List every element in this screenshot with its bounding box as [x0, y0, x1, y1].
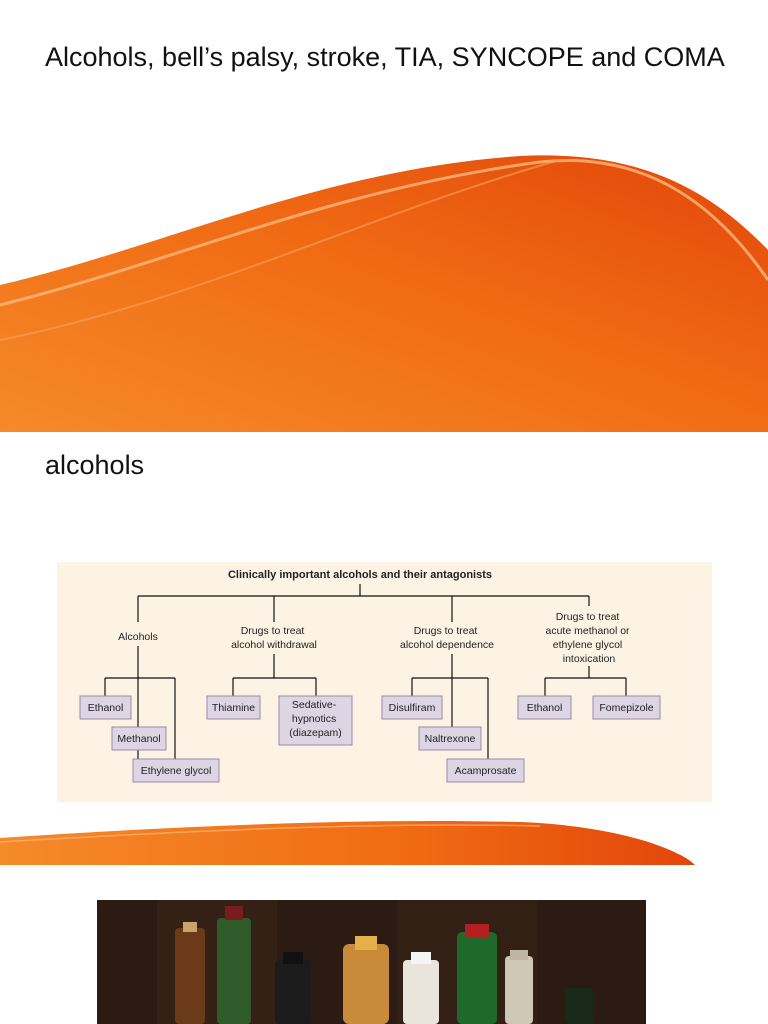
item-ethylene-glycol: Ethylene glycol: [141, 765, 212, 777]
box-sedative-hypnotics: [278, 695, 353, 746]
slide-3: [0, 866, 768, 1024]
box-naltrexone: [418, 726, 482, 751]
group-label-intoxication: Drugs to treat acute methanol or ethylen…: [546, 611, 633, 665]
item-ethanol-antidote: Ethanol: [527, 702, 563, 714]
box-ethanol: [79, 695, 132, 720]
group-label-dependence: Drugs to treat alcohol dependence: [400, 625, 494, 651]
item-fomepizole: Fomepizole: [599, 702, 653, 714]
alcohols-diagram: Clinically important alcohols and their …: [57, 562, 712, 802]
group-label-alcohols: Alcohols: [118, 631, 158, 643]
group-label-withdrawal: Drugs to treat alcohol withdrawal: [231, 625, 317, 651]
item-sedative-hypnotics: Sedative- hypnotics (diazepam): [289, 699, 342, 739]
diagram-title: Clinically important alcohols and their …: [228, 569, 492, 581]
item-naltrexone: Naltrexone: [425, 733, 476, 745]
orange-wave-decoration-bottom: [0, 820, 695, 865]
slide-2: alcohols Clinically important alcohols a…: [0, 432, 768, 865]
slide-1: Alcohols, bell’s palsy, stroke, TIA, SYN…: [0, 0, 768, 432]
item-methanol: Methanol: [117, 733, 160, 745]
box-disulfiram: [381, 695, 443, 720]
box-thiamine: [206, 695, 261, 720]
item-thiamine: Thiamine: [212, 702, 255, 714]
item-ethanol: Ethanol: [88, 702, 124, 714]
item-disulfiram: Disulfiram: [389, 702, 436, 714]
bottles-illustration: [97, 900, 646, 1024]
box-fomepizole: [592, 695, 661, 720]
slide-2-title: alcohols: [45, 450, 145, 480]
orange-wave-decoration: [0, 155, 768, 432]
box-ethanol-antidote: [517, 695, 572, 720]
box-acamprosate: [446, 758, 525, 783]
slide-1-title: Alcohols, bell’s palsy, stroke, TIA, SYN…: [45, 42, 725, 72]
box-methanol: [111, 726, 167, 751]
diagram-svg: Clinically important alcohols and their …: [79, 569, 661, 783]
box-ethylene-glycol: [132, 758, 220, 783]
item-acamprosate: Acamprosate: [455, 765, 517, 777]
liquor-bottles-photo: [97, 900, 646, 1024]
